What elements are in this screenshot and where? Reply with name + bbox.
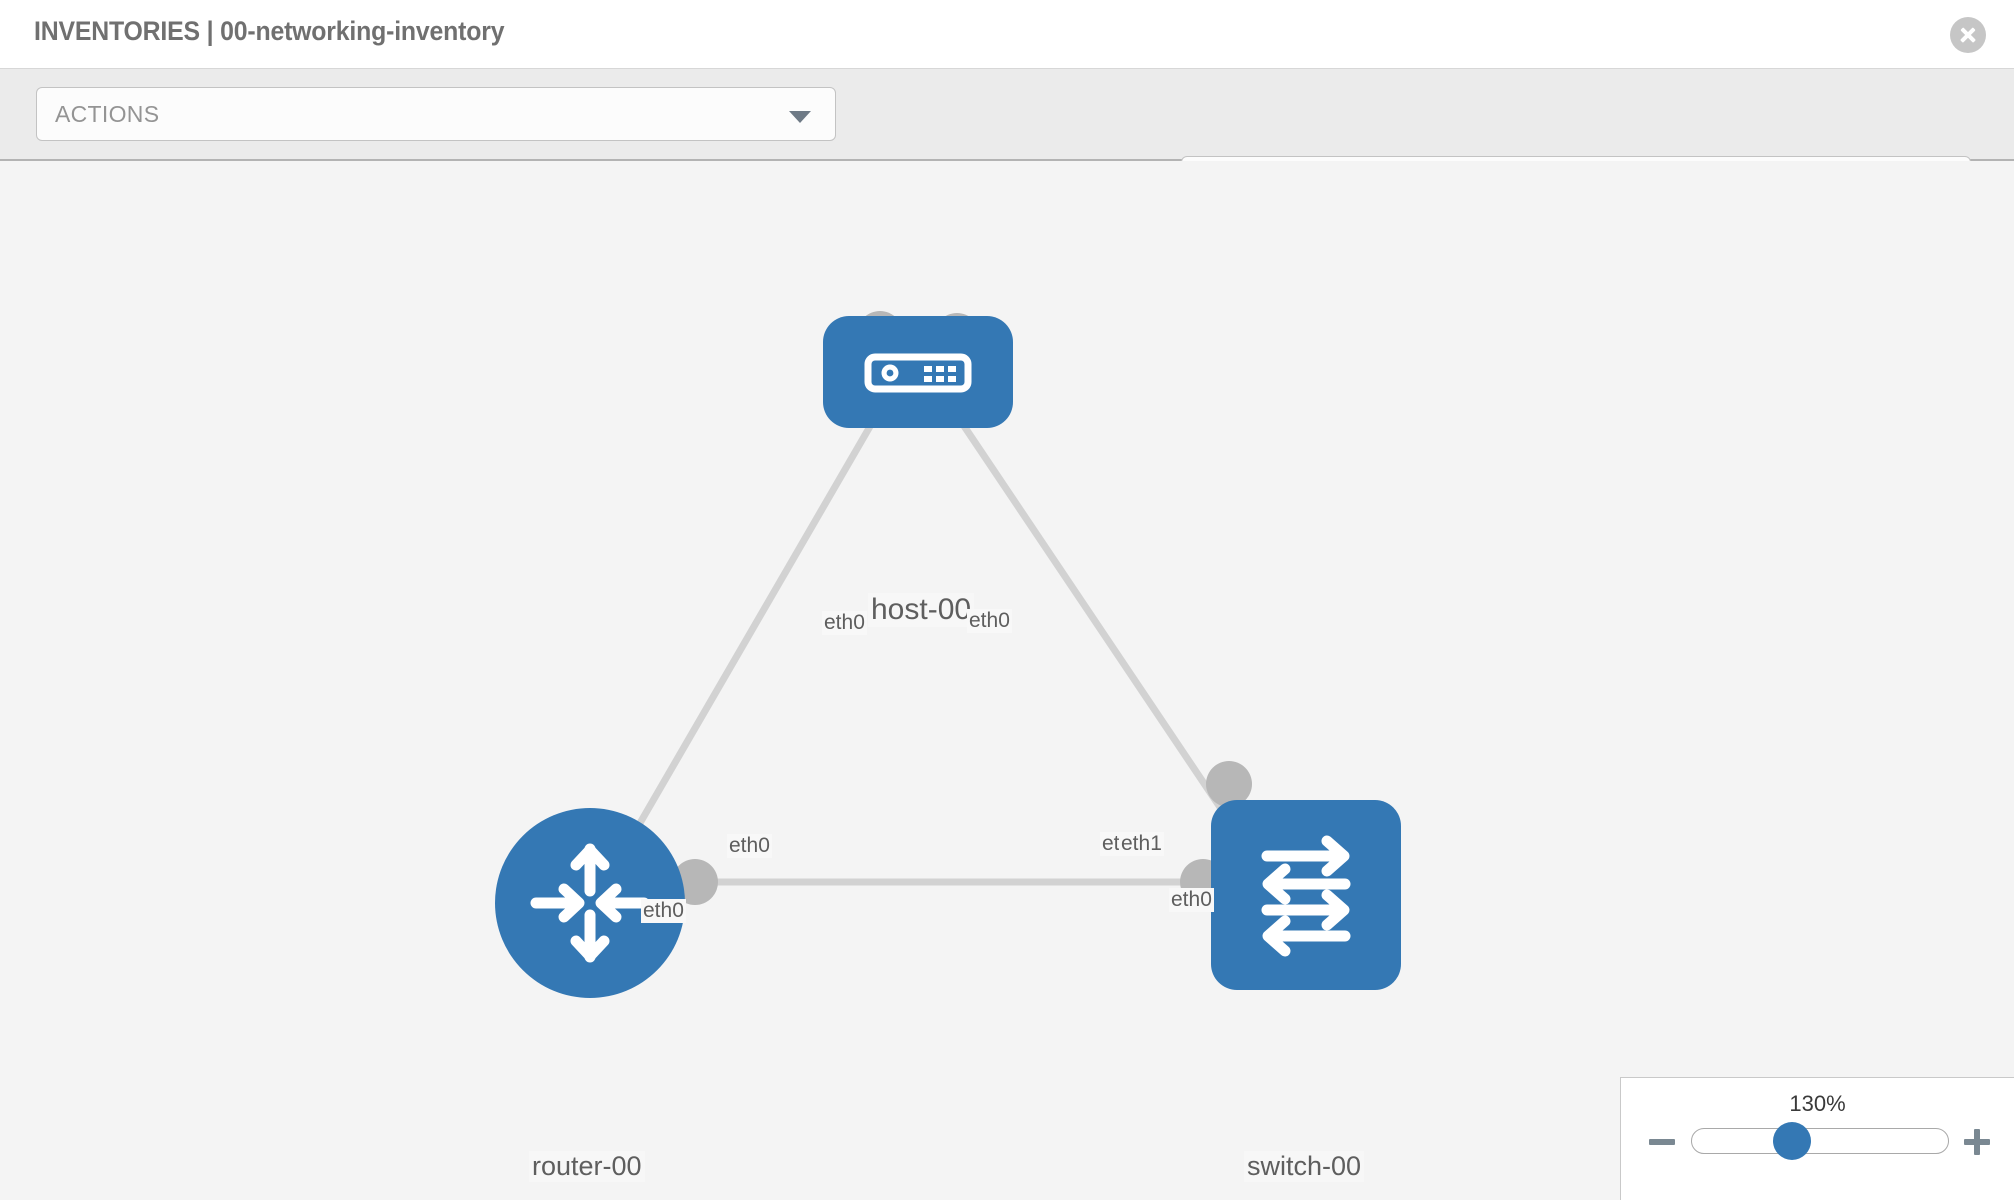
toolbar: ACTIONS SEARCH: [0, 69, 2014, 210]
node-label-host-00: host-00: [868, 593, 975, 627]
edge-label-switch-left: eth1: [1119, 832, 1164, 856]
edge-label-router-up: eth0: [641, 899, 686, 923]
zoom-level-label: 130%: [1789, 1091, 1846, 1116]
actions-dropdown-label: ACTIONS: [55, 101, 160, 127]
zoom-slider-thumb[interactable]: [1773, 1122, 1811, 1160]
zoom-slider-track[interactable]: [1691, 1128, 1949, 1154]
actions-dropdown[interactable]: ACTIONS: [36, 87, 836, 141]
page-header: INVENTORIES | 00-networking-inventory: [0, 0, 2014, 69]
node-label-switch-00: switch-00: [1244, 1151, 1365, 1182]
zoom-control-panel: 130%: [1620, 1077, 2014, 1200]
port-switch-eth0[interactable]: [1206, 761, 1252, 807]
switch-arrows-icon: [1261, 835, 1351, 957]
link-host-switch[interactable]: [959, 421, 1243, 839]
link-host-router[interactable]: [614, 421, 876, 863]
edge-label-host-left: eth0: [822, 611, 867, 635]
edge-label-switch-up: eth0: [1169, 888, 1214, 912]
plus-icon[interactable]: [1962, 1127, 1992, 1157]
topology-canvas[interactable]: host-00 router-00 switch-00 eth0 eth0 et…: [0, 161, 2014, 1200]
page-title: INVENTORIES | 00-networking-inventory: [34, 16, 505, 46]
edge-label-router-right: eth0: [727, 834, 772, 858]
node-switch-00[interactable]: [1211, 800, 1401, 990]
router-arrows-icon: [530, 843, 650, 963]
server-icon: [864, 353, 972, 393]
chevron-down-icon: [789, 111, 811, 123]
minus-icon[interactable]: [1647, 1127, 1677, 1157]
close-icon[interactable]: [1950, 17, 1986, 53]
edge-label-host-right: eth0: [967, 609, 1012, 633]
node-label-router-00: router-00: [529, 1151, 645, 1182]
topology-links: [614, 421, 1243, 886]
node-host-00[interactable]: [823, 316, 1013, 428]
